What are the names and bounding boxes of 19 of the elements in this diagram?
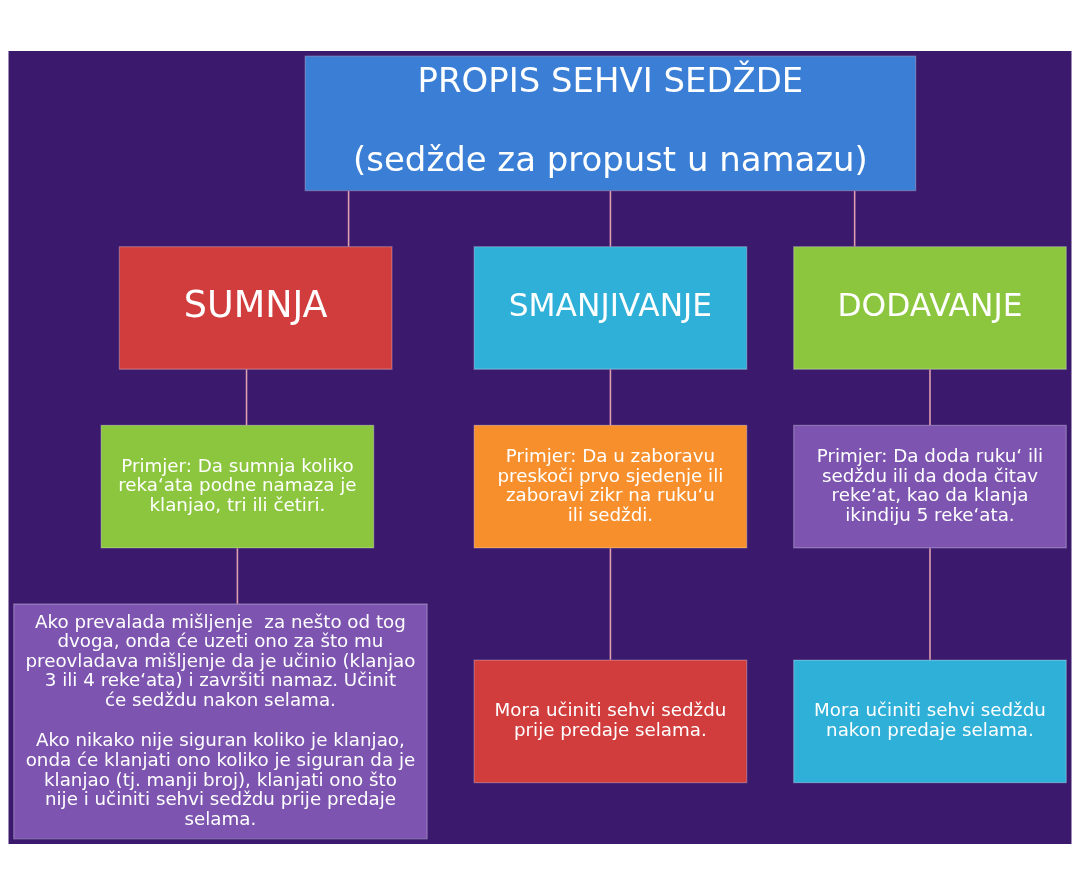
connector (609, 547, 612, 661)
connector (929, 547, 931, 661)
node-box: Mora učiniti sehvi sedždu prije predaje selama. (473, 659, 748, 784)
connector (853, 190, 856, 248)
connector (347, 190, 350, 248)
connector (609, 368, 612, 426)
node-box: SUMNJA (118, 246, 393, 370)
node-box: Mora učiniti sehvi sedždu nakon predaje selama. (793, 659, 1067, 784)
node-box: Ako prevalada mišljenje za nešto od tog dvoga, onda će uzeti ono za što mu preovladava mišljenje da je učinio (klanjao 3 ili 4 reke‘ata) i završiti namaz. Učinit će sedždu nakon selama. Ako nikako nije siguran koliko je klanjao, onda će klanjati ono koliko je siguran da je klanjao (tj. manji broj), klanjati ono što nije i učiniti sehvi sedždu prije predaje selama. (13, 603, 428, 840)
node-box: Primjer: Da u zaboravu preskoči prvo sjedenje ili zaboravi zikr na ruku‘u ili sedždi. (473, 424, 748, 549)
connector (245, 368, 248, 426)
node-box: Primjer: Da sumnja koliko reka‘ata podne namaza je klanjao, tri ili četiri. (100, 424, 375, 549)
connector (929, 368, 931, 426)
node-box: DODAVANJE (793, 246, 1067, 370)
node-box: SMANJIVANJE (473, 246, 748, 370)
connector (236, 547, 239, 605)
connector (609, 190, 612, 248)
node-box: PROPIS SEHVI SEDŽDE (sedžde za propust u namazu) (304, 55, 917, 192)
node-box: Primjer: Da doda ruku‘ ili sedždu ili da doda čitav reke‘at, kao da klanja ikindiju 5 reke‘ata. (793, 424, 1067, 549)
